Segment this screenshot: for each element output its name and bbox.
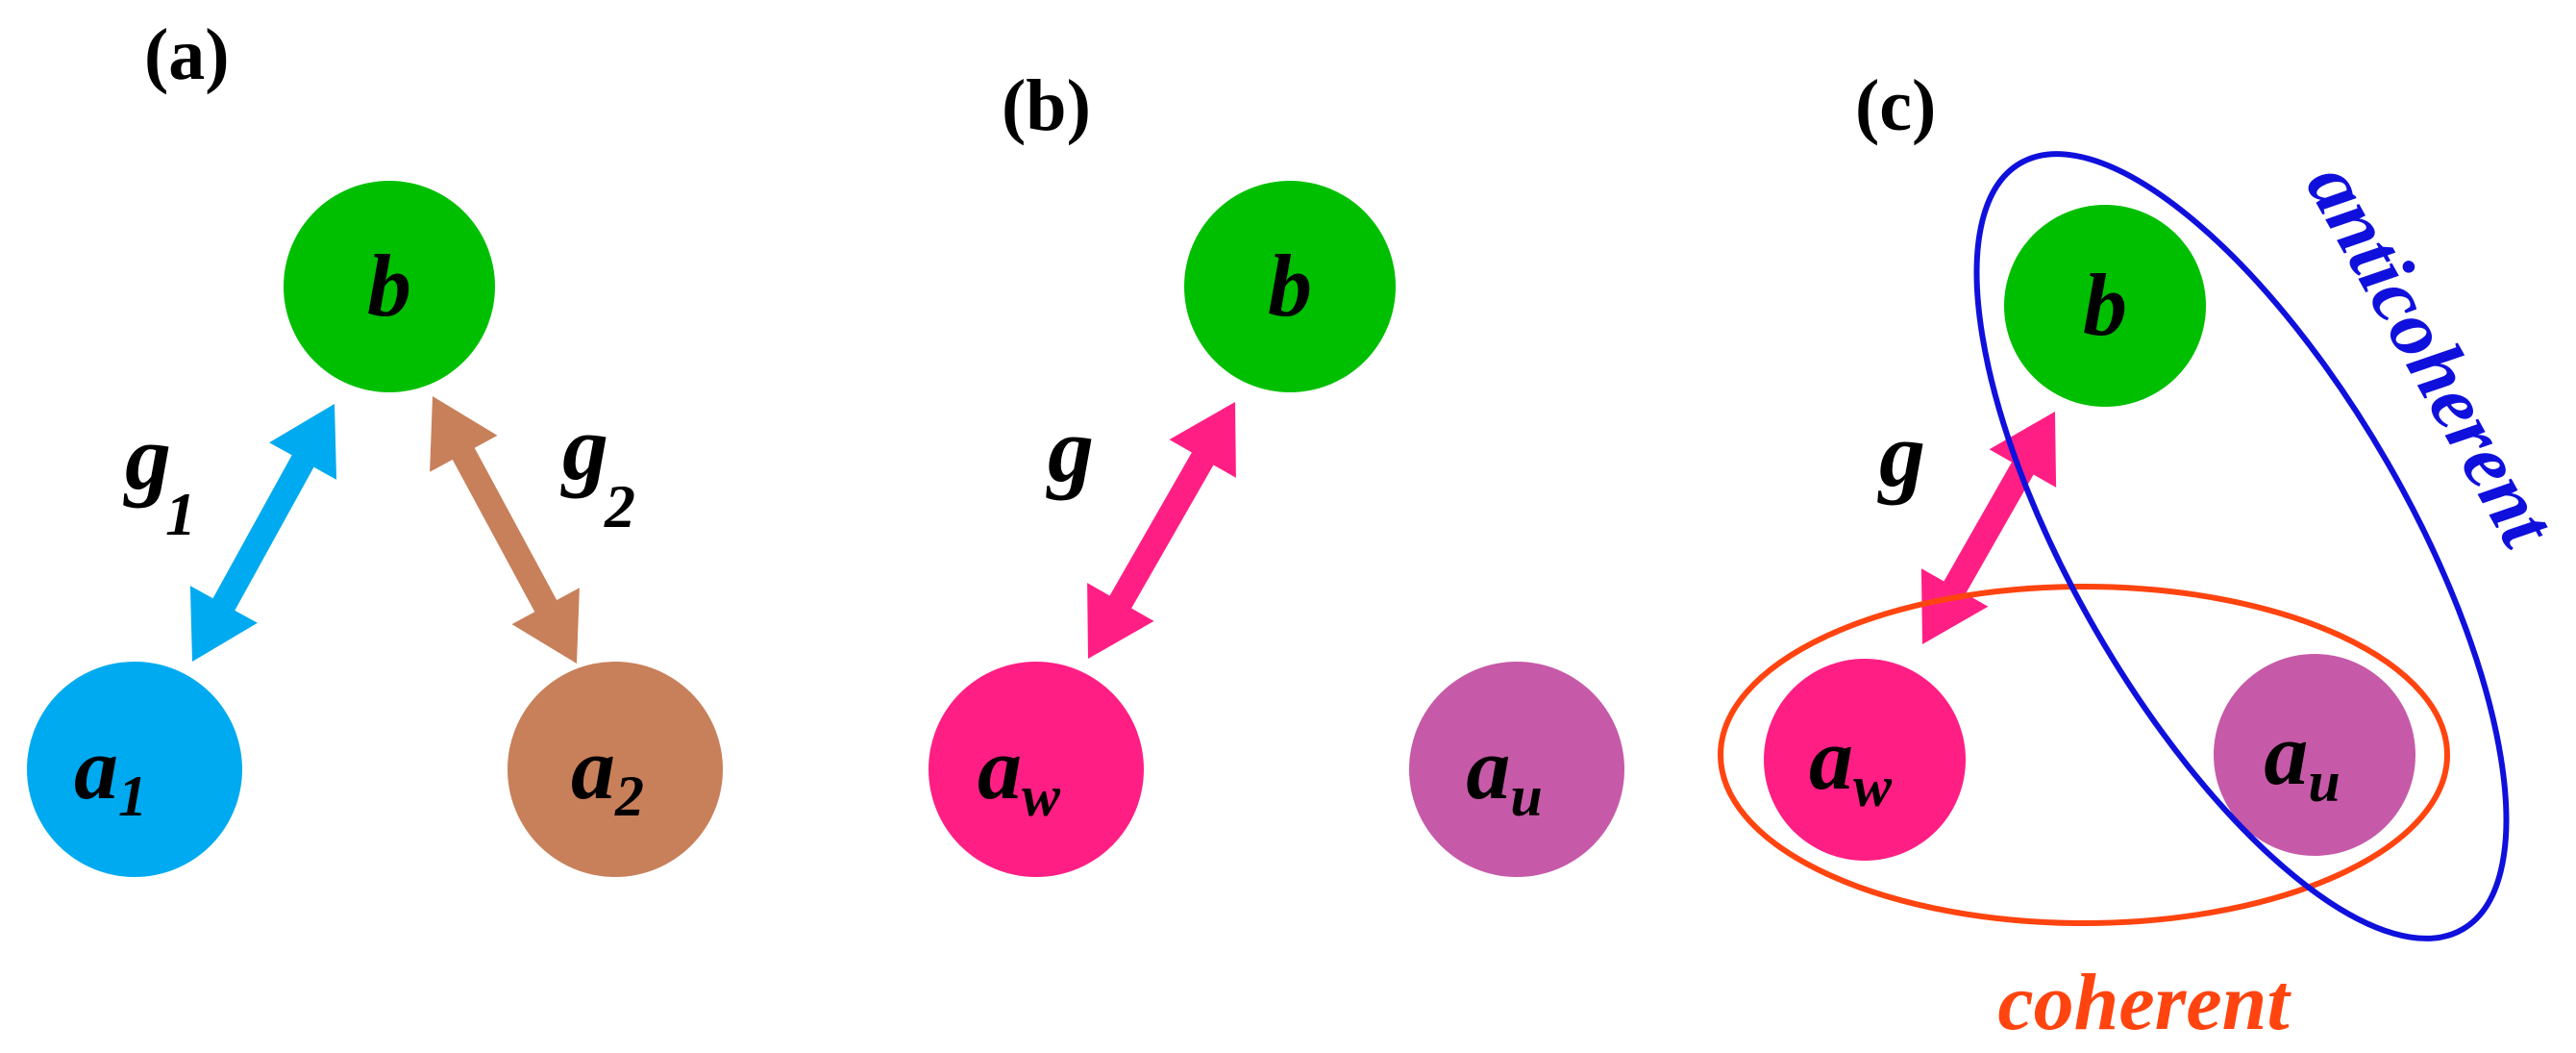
- arrow-g-b: [1087, 402, 1236, 659]
- node-b-c: [2004, 205, 2206, 407]
- node-a1-label: a1: [74, 719, 147, 828]
- node-b-a-label: b: [367, 237, 411, 335]
- node-a1: [27, 662, 242, 877]
- node-aw-c-label: aw: [1809, 710, 1893, 818]
- arrow-g2: [430, 396, 580, 664]
- node-b-b-label: b: [1268, 237, 1312, 335]
- coupling-g-b-label: g: [1046, 398, 1094, 501]
- panel-b: (b) b aw au g: [929, 65, 1624, 877]
- node-aw-c: [1764, 659, 1966, 861]
- node-b-c-label: b: [2083, 256, 2127, 354]
- node-a2-label: a2: [571, 719, 644, 828]
- node-a2: [508, 662, 723, 877]
- node-aw-b: [929, 662, 1144, 877]
- node-b-b: [1184, 181, 1396, 392]
- coupling-g-c-label: g: [1877, 403, 1925, 506]
- panel-c: (c) b aw au g coherent anticoherent: [1718, 65, 2573, 1047]
- anticoherent-ellipse: [1973, 151, 2510, 941]
- node-au-c: [2214, 654, 2415, 856]
- panel-c-label: (c): [1855, 65, 1936, 146]
- coherent-ellipse: [1718, 584, 2450, 926]
- panel-b-label: (b): [1002, 65, 1091, 146]
- panel-a-label: (a): [144, 14, 230, 95]
- coherent-label: coherent: [1997, 958, 2291, 1047]
- anticoherent-label: anticoherent: [2289, 148, 2572, 563]
- node-aw-b-label: aw: [978, 719, 1061, 828]
- node-au-b: [1409, 662, 1624, 877]
- arrow-g-c: [1920, 412, 2057, 644]
- node-b-a: [284, 181, 495, 392]
- node-au-b-label: au: [1466, 719, 1542, 828]
- arrow-g1: [189, 404, 337, 662]
- node-au-c-label: au: [2264, 705, 2340, 814]
